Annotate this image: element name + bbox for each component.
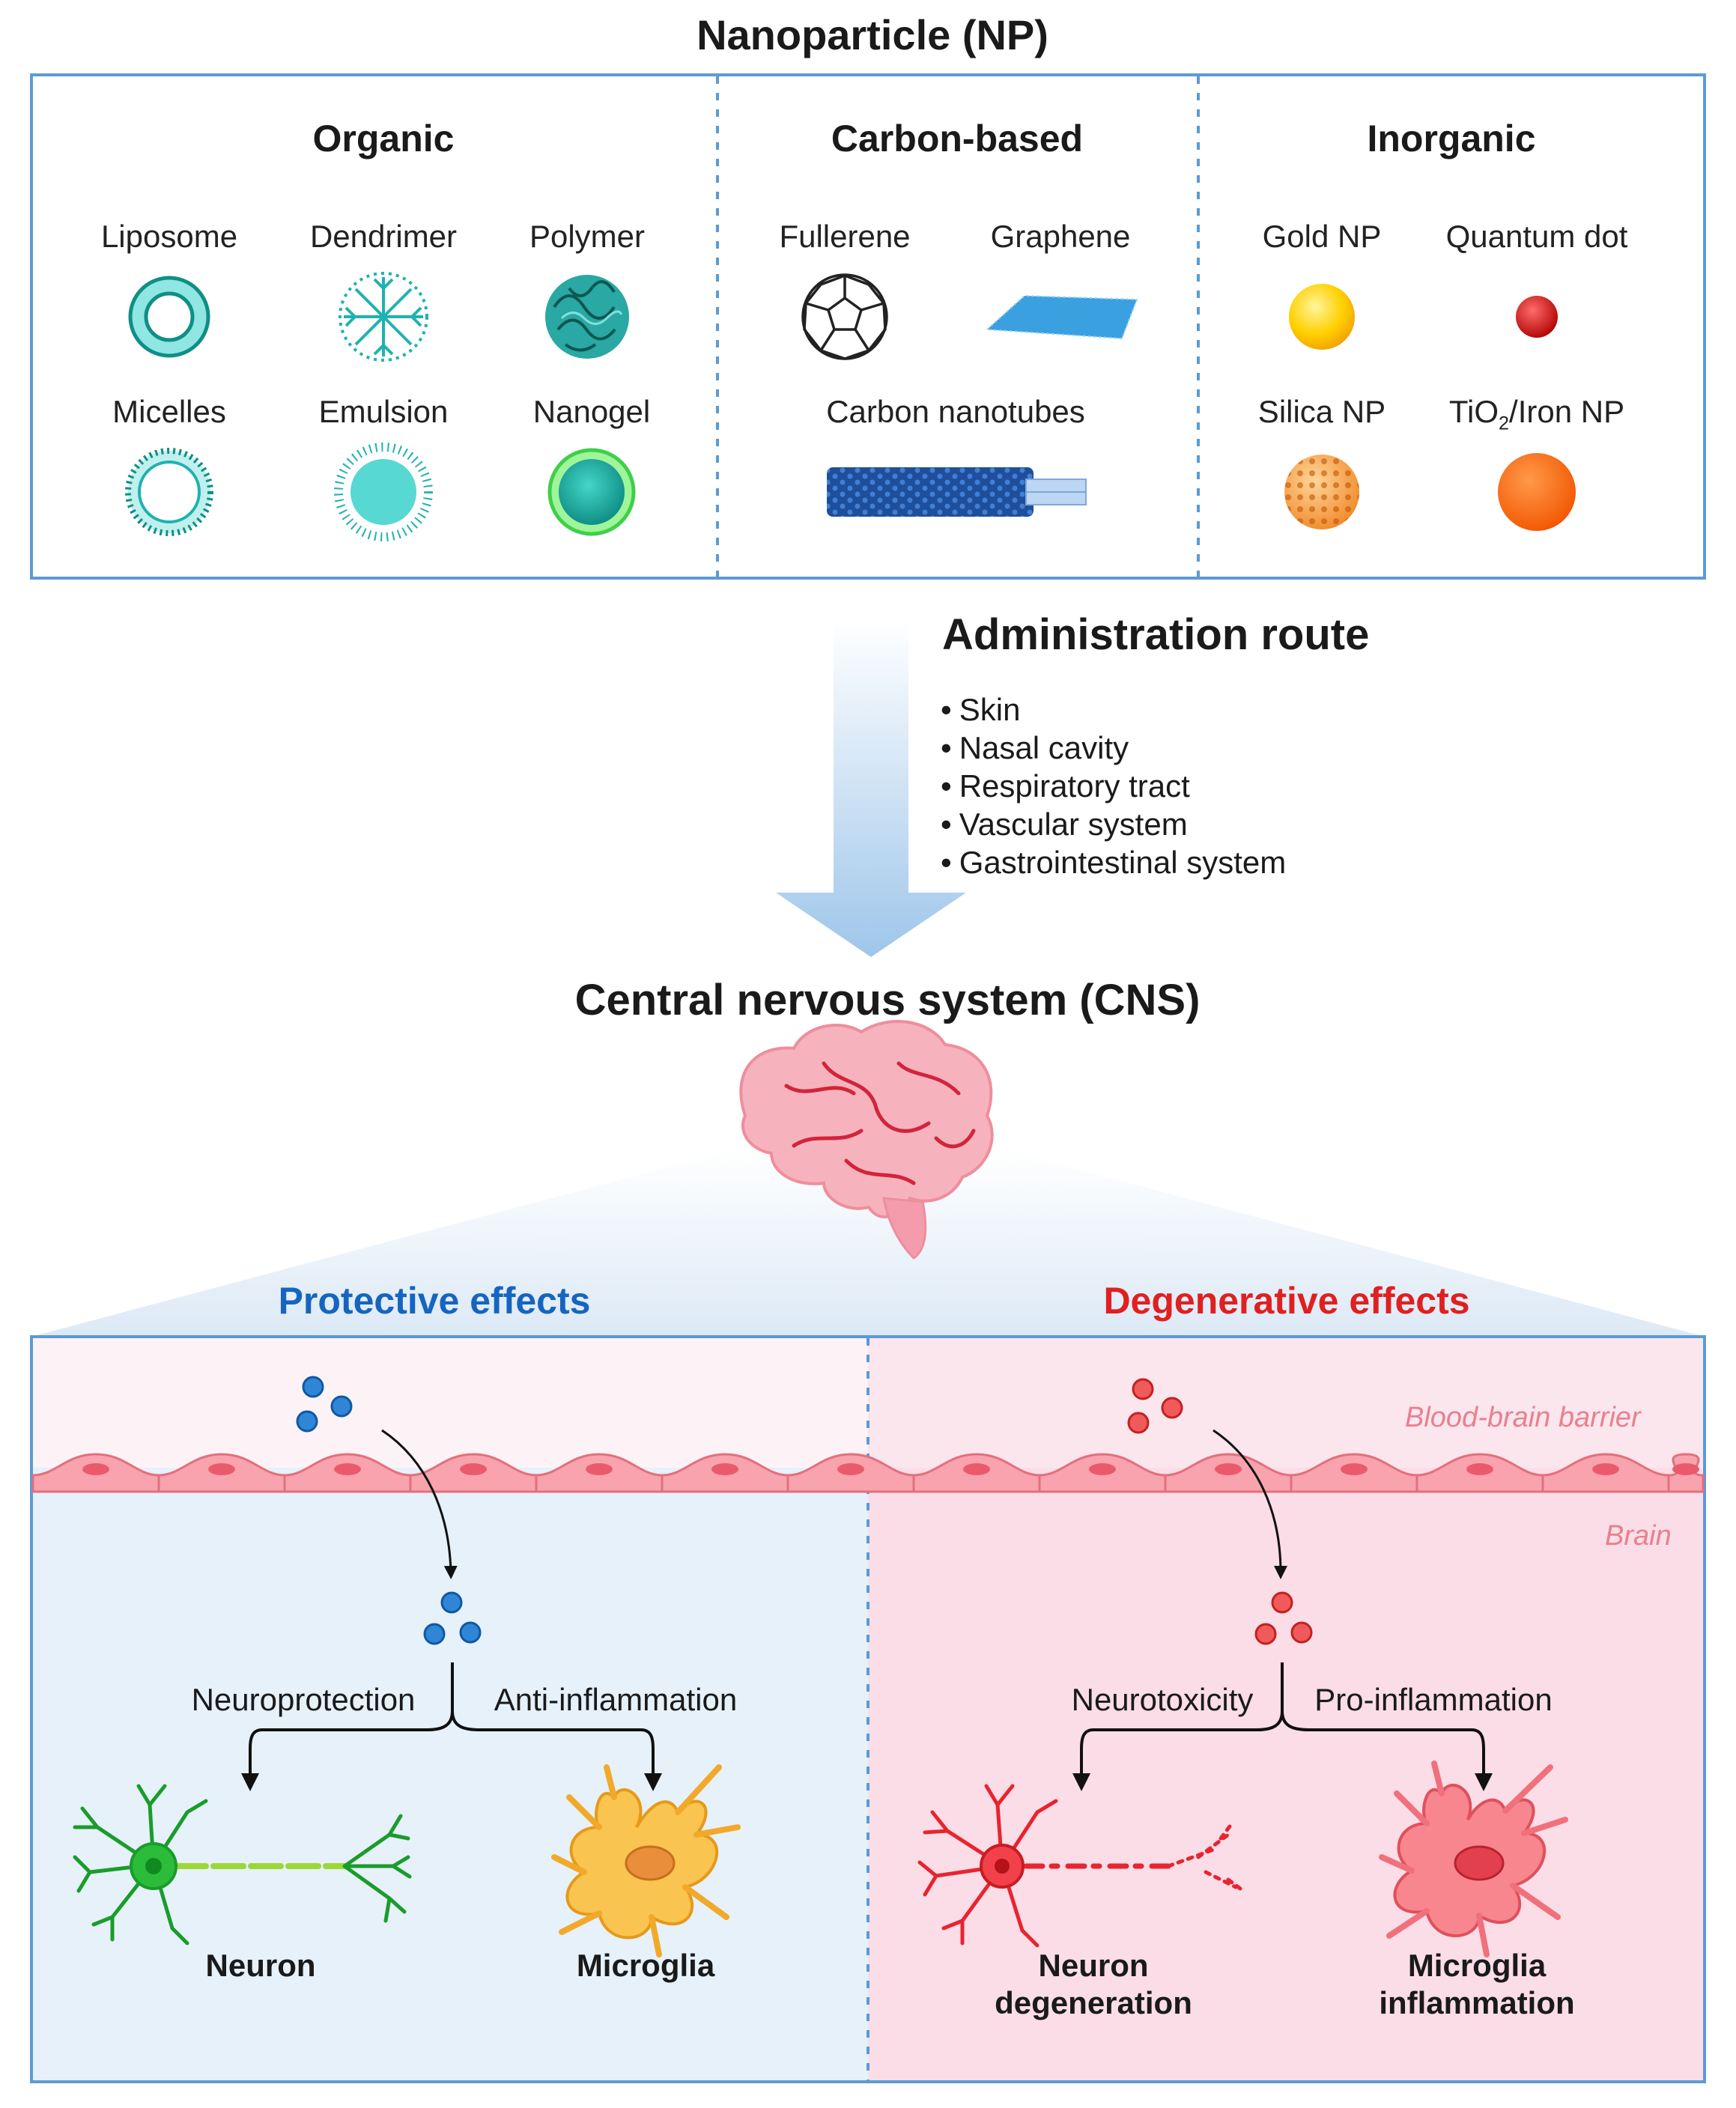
microglia-label: Microglia (576, 1948, 715, 1983)
administration-title: Administration route (942, 610, 1370, 659)
microglia-inflammation-label: Microglia inflammation (1379, 1948, 1575, 2020)
quantum-dot-label: Quantum dot (1445, 219, 1628, 254)
endothelial-nucleus (82, 1463, 109, 1475)
neuron-degeneration-icon (917, 1784, 1245, 1948)
graphene-label: Graphene (990, 219, 1131, 254)
route-item: Skin (941, 690, 1286, 729)
neuron-nucleus (145, 1858, 162, 1874)
degenerative-branch-right (1281, 1710, 1493, 1791)
endothelial-nucleus (1592, 1463, 1619, 1475)
endothelial-nucleus (963, 1463, 990, 1475)
liposome-label: Liposome (100, 219, 238, 254)
polymer-label: Polymer (529, 219, 646, 254)
endothelial-nucleus (586, 1463, 613, 1475)
degenerative-np-cluster-inside (1254, 1591, 1313, 1645)
fullerene-label: Fullerene (779, 219, 911, 254)
anti-inflammation-label: Anti-inflammation (494, 1682, 738, 1717)
endothelial-nucleus (208, 1463, 235, 1475)
endothelial-nucleus (837, 1463, 864, 1475)
blood-brain-barrier (31, 1453, 1705, 1493)
emulsion-icon (334, 443, 433, 541)
endothelial-nucleus (711, 1463, 738, 1475)
tio2-iron-np-icon (1498, 453, 1576, 531)
inorganic-heading: Inorganic (1367, 118, 1536, 160)
nanogel-icon (547, 448, 636, 536)
quantum-dot-icon (1516, 296, 1558, 338)
neuron-label: Neuron (205, 1948, 316, 1983)
endothelial-nucleus (1341, 1463, 1368, 1475)
gold-np-icon (1289, 284, 1355, 350)
endothelial-nucleus (1466, 1463, 1493, 1475)
route-item: Gastrointestinal system (941, 843, 1287, 881)
degenerative-effects-title: Degenerative effects (1103, 1280, 1470, 1322)
carbon-nanotube-icon (827, 467, 1087, 517)
bbb-label: Blood-brain barrier (1405, 1402, 1641, 1433)
microglia-icon (551, 1764, 741, 1957)
protective-effects-title: Protective effects (278, 1280, 591, 1322)
polymer-icon (545, 275, 629, 359)
bottom-panel-frame (30, 1335, 1706, 2083)
degenerating-neuron-nucleus (995, 1859, 1010, 1874)
micelle-icon (125, 448, 213, 536)
protective-np-cluster-outside (296, 1376, 353, 1433)
cns-title: Central nervous system (CNS) (574, 976, 1201, 1024)
administration-arrow (776, 622, 966, 957)
administration-route-list: Skin Nasal cavity Respiratory tract Vasc… (941, 690, 1287, 881)
microglia-inflammation-icon (1379, 1761, 1568, 1957)
pro-inflammation-label: Pro-inflammation (1314, 1682, 1553, 1717)
brain-icon (739, 1019, 994, 1260)
route-item: Respiratory tract (941, 767, 1286, 805)
neuron-degeneration-label: Neuron degeneration (995, 1948, 1192, 2020)
endothelial-nucleus (1215, 1463, 1242, 1475)
liposome-icon (128, 276, 210, 358)
emulsion-label: Emulsion (318, 394, 449, 429)
nanogel-label: Nanogel (532, 394, 651, 429)
brain-label: Brain (1605, 1520, 1672, 1552)
dendrimer-icon (339, 272, 428, 362)
degenerative-crossing-arrow (1213, 1429, 1287, 1579)
micelles-label: Micelles (112, 394, 226, 429)
neuroprotection-label: Neuroprotection (191, 1682, 416, 1717)
np-title: Nanoparticle (NP) (696, 11, 1048, 58)
dendrimer-label: Dendrimer (309, 219, 458, 254)
degenerative-np-cluster-outside (1127, 1378, 1183, 1434)
endothelial-nucleus (334, 1463, 361, 1475)
gold-np-label: Gold NP (1262, 219, 1382, 254)
protective-crossing-arrow (381, 1429, 458, 1579)
tio2-iron-np-label: TiO2/Iron NP (1448, 394, 1625, 434)
protective-branch-right (451, 1710, 662, 1791)
carbon-heading: Carbon-based (831, 118, 1084, 160)
endothelial-nucleus (1672, 1463, 1699, 1475)
carbon-nanotubes-label: Carbon nanotubes (826, 394, 1085, 429)
neurotoxicity-label: Neurotoxicity (1071, 1682, 1254, 1717)
degenerative-branch-left (1072, 1662, 1284, 1791)
organic-heading: Organic (312, 118, 455, 160)
brain-fan (31, 1149, 1705, 1337)
endothelial-nucleus (1089, 1463, 1116, 1475)
silica-np-icon (1284, 455, 1359, 529)
protective-branch-left (241, 1662, 454, 1791)
neuron-icon (73, 1784, 412, 1946)
endothelial-nucleus (460, 1463, 487, 1475)
graphene-icon (985, 294, 1138, 340)
silica-np-label: Silica NP (1257, 394, 1386, 429)
route-item: Nasal cavity (941, 729, 1286, 767)
fullerene-icon (801, 273, 888, 360)
protective-np-cluster-inside (423, 1591, 482, 1645)
route-item: Vascular system (941, 805, 1286, 843)
